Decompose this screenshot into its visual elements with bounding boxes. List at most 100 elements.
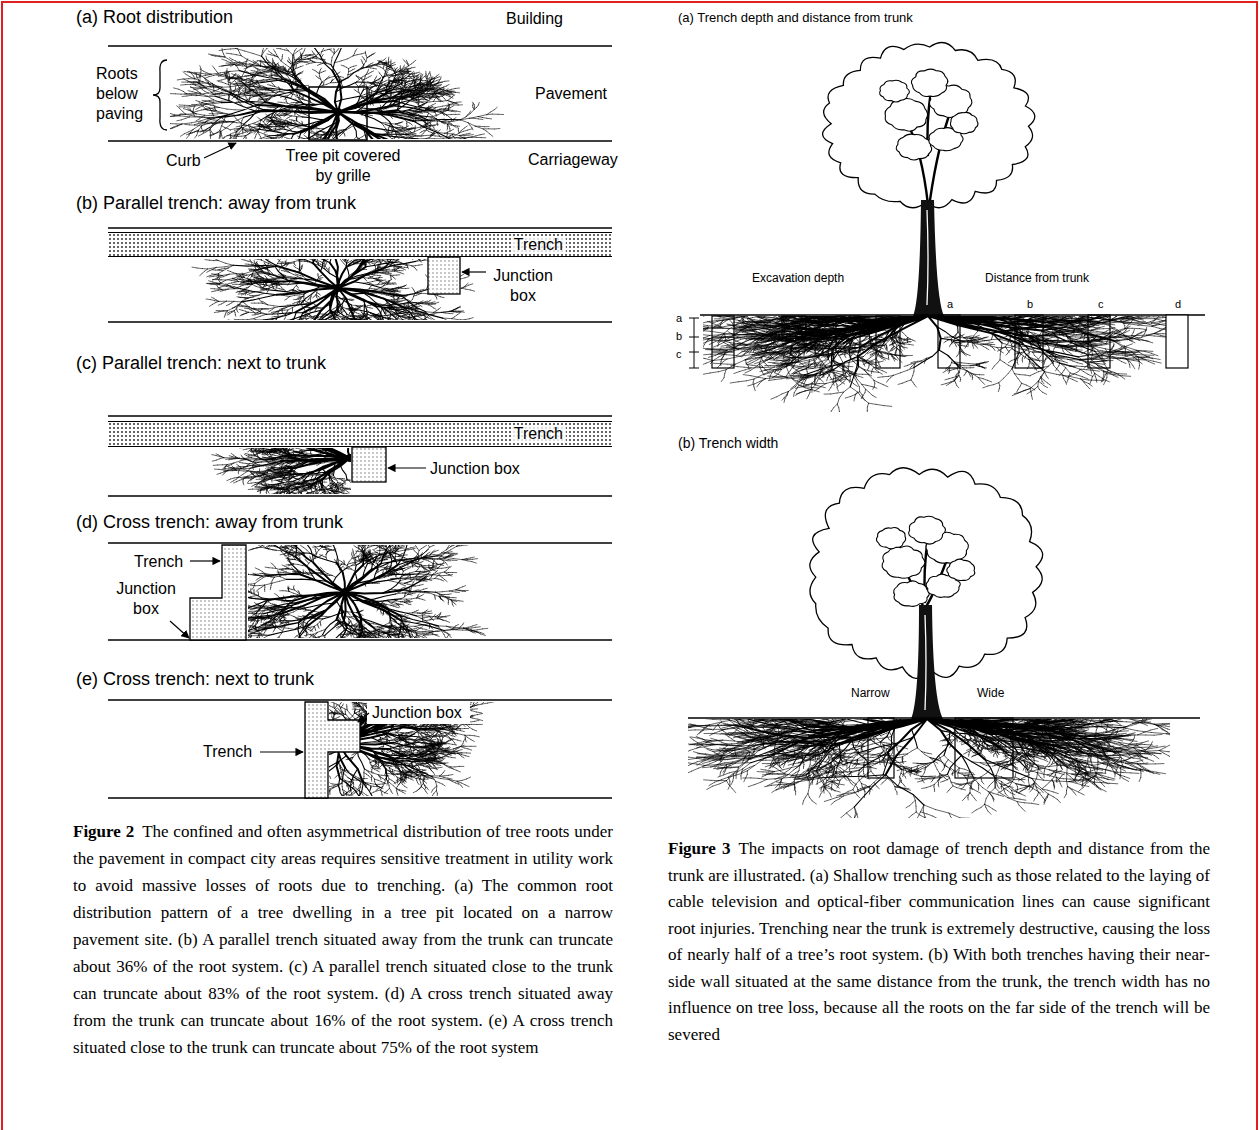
trunk-dot: [341, 588, 349, 596]
root-lines: [688, 719, 1170, 818]
label: a: [947, 298, 953, 311]
crown-outline: [950, 112, 978, 133]
crown-outline: [909, 516, 946, 544]
crown-outline: [876, 528, 905, 549]
label: Roots below paving: [96, 64, 156, 124]
label: b: [1027, 298, 1033, 311]
figure-number: Figure 3: [668, 839, 730, 858]
cross-trench: [305, 702, 360, 798]
label: Junction box: [484, 266, 562, 306]
crown-outline: [885, 99, 928, 132]
label: a: [676, 312, 682, 325]
label: Trench: [203, 742, 252, 761]
root-system: [192, 259, 480, 320]
ground-line: [688, 717, 1200, 718]
building-line: [108, 415, 612, 416]
root-system: [248, 545, 488, 638]
curb-line: [108, 321, 612, 322]
leader-line: [190, 560, 220, 561]
crown-outline: [880, 80, 910, 102]
depth-line: [712, 352, 734, 353]
label: (a) Trench depth and distance from trunk: [678, 10, 913, 26]
label: (b) Parallel trench: away from trunk: [76, 193, 356, 215]
trunk-highlight: [925, 615, 926, 710]
label: Tree pit covered by grille: [281, 146, 405, 186]
root-system: [283, 657, 499, 832]
trench-outline: [1088, 315, 1110, 368]
label: Junction box: [430, 459, 520, 478]
label: (c) Parallel trench: next to trunk: [76, 353, 326, 375]
tree-trunk: [911, 605, 943, 719]
label: Building: [506, 9, 563, 28]
crown-outline: [896, 134, 931, 160]
leader-line: [358, 713, 369, 722]
curb-line: [108, 495, 612, 496]
figure-number: Figure 2: [73, 822, 134, 841]
caption-text: The confined and often asymmetrical dist…: [73, 822, 613, 1057]
root-system: [212, 448, 351, 494]
label: d: [1175, 298, 1181, 311]
label: Pavement: [535, 84, 607, 103]
crown-outline: [947, 559, 975, 580]
label: Junction box: [372, 703, 462, 722]
label: (a) Root distribution: [76, 7, 233, 29]
building-line: [108, 227, 612, 228]
crown-outline: [911, 69, 947, 96]
trench-label: Trench: [511, 236, 566, 254]
label: c: [1098, 298, 1104, 311]
root-system: [703, 316, 1171, 412]
root-lines: [703, 316, 1171, 412]
building-line: [108, 699, 612, 700]
junction-box: [428, 257, 460, 294]
crown-outline: [882, 546, 925, 578]
root-lines: [283, 657, 499, 832]
depth-scale: [689, 318, 699, 368]
label: c: [676, 348, 682, 361]
leader-line: [388, 467, 426, 468]
caption-block: Figure 3The impacts on root damage of tr…: [668, 836, 1210, 1048]
root-lines: [212, 448, 351, 494]
label: (e) Cross trench: next to trunk: [76, 669, 314, 691]
label: Curb: [166, 151, 201, 170]
root-lines: [192, 259, 480, 320]
label: Distance from trunk: [985, 271, 1089, 285]
leader-line: [170, 621, 189, 638]
trunk-highlight: [927, 210, 928, 305]
trench-outline: [868, 718, 894, 778]
trunk-dot: [346, 454, 351, 462]
trench-band: Trench: [108, 421, 612, 447]
trench-outline: [955, 718, 1013, 778]
root-system: [170, 48, 504, 139]
trench-outline: [1015, 315, 1043, 368]
trench-outline: [938, 315, 960, 368]
tree-crown: [823, 43, 1035, 208]
junction-box: [352, 447, 386, 482]
label: Carriageway: [528, 150, 618, 169]
label: (b) Trench width: [678, 435, 778, 452]
trench-outline: [712, 316, 734, 368]
building-line: [108, 45, 612, 46]
label: Trench: [134, 552, 183, 571]
label: Junction box: [112, 579, 180, 619]
leader-line: [462, 271, 486, 272]
root-system: [688, 719, 1170, 818]
trench-band: Trench: [108, 232, 612, 257]
trunk-dot: [334, 108, 342, 116]
leader-line: [204, 143, 236, 158]
trench-outline: [836, 316, 860, 352]
trench-outline: [876, 316, 900, 368]
label: Wide: [977, 686, 1004, 700]
building-line: [108, 542, 612, 543]
trench-outline: [782, 316, 806, 337]
trench-outline: [1166, 315, 1188, 368]
cross-trench: [190, 545, 246, 640]
label: (d) Cross trench: away from trunk: [76, 512, 343, 534]
depth-line: [712, 337, 734, 338]
label: b: [676, 330, 682, 343]
trench-label: Trench: [511, 425, 566, 443]
tree-trunk: [913, 200, 944, 316]
label: Excavation depth: [752, 271, 844, 285]
root-lines: [248, 545, 488, 638]
